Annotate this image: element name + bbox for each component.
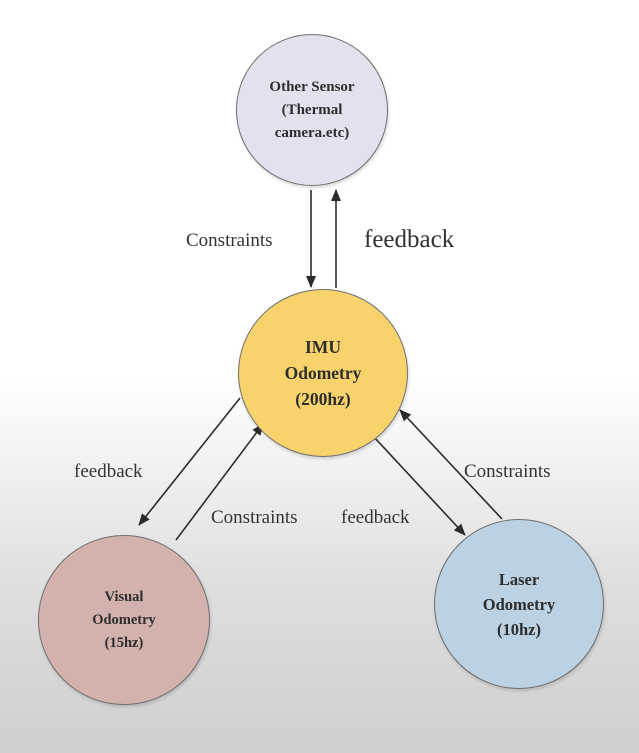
imu-line-1: IMU <box>305 337 341 357</box>
visual-line-1: Visual <box>104 588 144 605</box>
other-sensor-line-1: Other Sensor <box>269 78 355 95</box>
imu-line-3: (200hz) <box>295 389 351 409</box>
laser-line-3: (10hz) <box>497 619 541 639</box>
other-sensor-line-2: (Thermal <box>281 101 343 118</box>
laser-odometry-label: Laser Odometry (10hz) <box>483 567 555 642</box>
visual-odometry-label: Visual Odometry (15hz) <box>92 586 156 655</box>
visual-odometry-node: Visual Odometry (15hz) <box>38 535 210 705</box>
laser-line-1: Laser <box>498 569 540 589</box>
arrow-visual-to-imu <box>175 423 264 541</box>
visual-line-2: Odometry <box>92 611 156 628</box>
arrow-imu-to-laser <box>372 435 466 536</box>
imu-line-2: Odometry <box>284 363 362 383</box>
laser-line-2: Odometry <box>482 594 556 614</box>
laser-odometry-node: Laser Odometry (10hz) <box>434 519 604 689</box>
edge-label-visual-to-imu: Constraints <box>211 507 298 528</box>
arrow-imu-to-visual <box>138 397 241 526</box>
other-sensor-line-3: camera.etc) <box>274 124 350 141</box>
arrow-laser-to-imu <box>399 409 503 520</box>
imu-odometry-node: IMU Odometry (200hz) <box>238 289 408 457</box>
edge-label-imu-to-other: feedback <box>364 226 455 253</box>
other-sensor-label: Other Sensor (Thermal camera.etc) <box>269 76 354 145</box>
edge-label-other-to-imu: Constraints <box>186 230 273 251</box>
edge-label-imu-to-laser: feedback <box>341 507 410 528</box>
other-sensor-node: Other Sensor (Thermal camera.etc) <box>236 34 388 186</box>
edge-label-imu-to-visual: feedback <box>74 461 143 482</box>
edge-label-laser-to-imu: Constraints <box>464 461 551 482</box>
imu-odometry-label: IMU Odometry (200hz) <box>285 334 362 412</box>
visual-line-3: (15hz) <box>104 634 144 651</box>
